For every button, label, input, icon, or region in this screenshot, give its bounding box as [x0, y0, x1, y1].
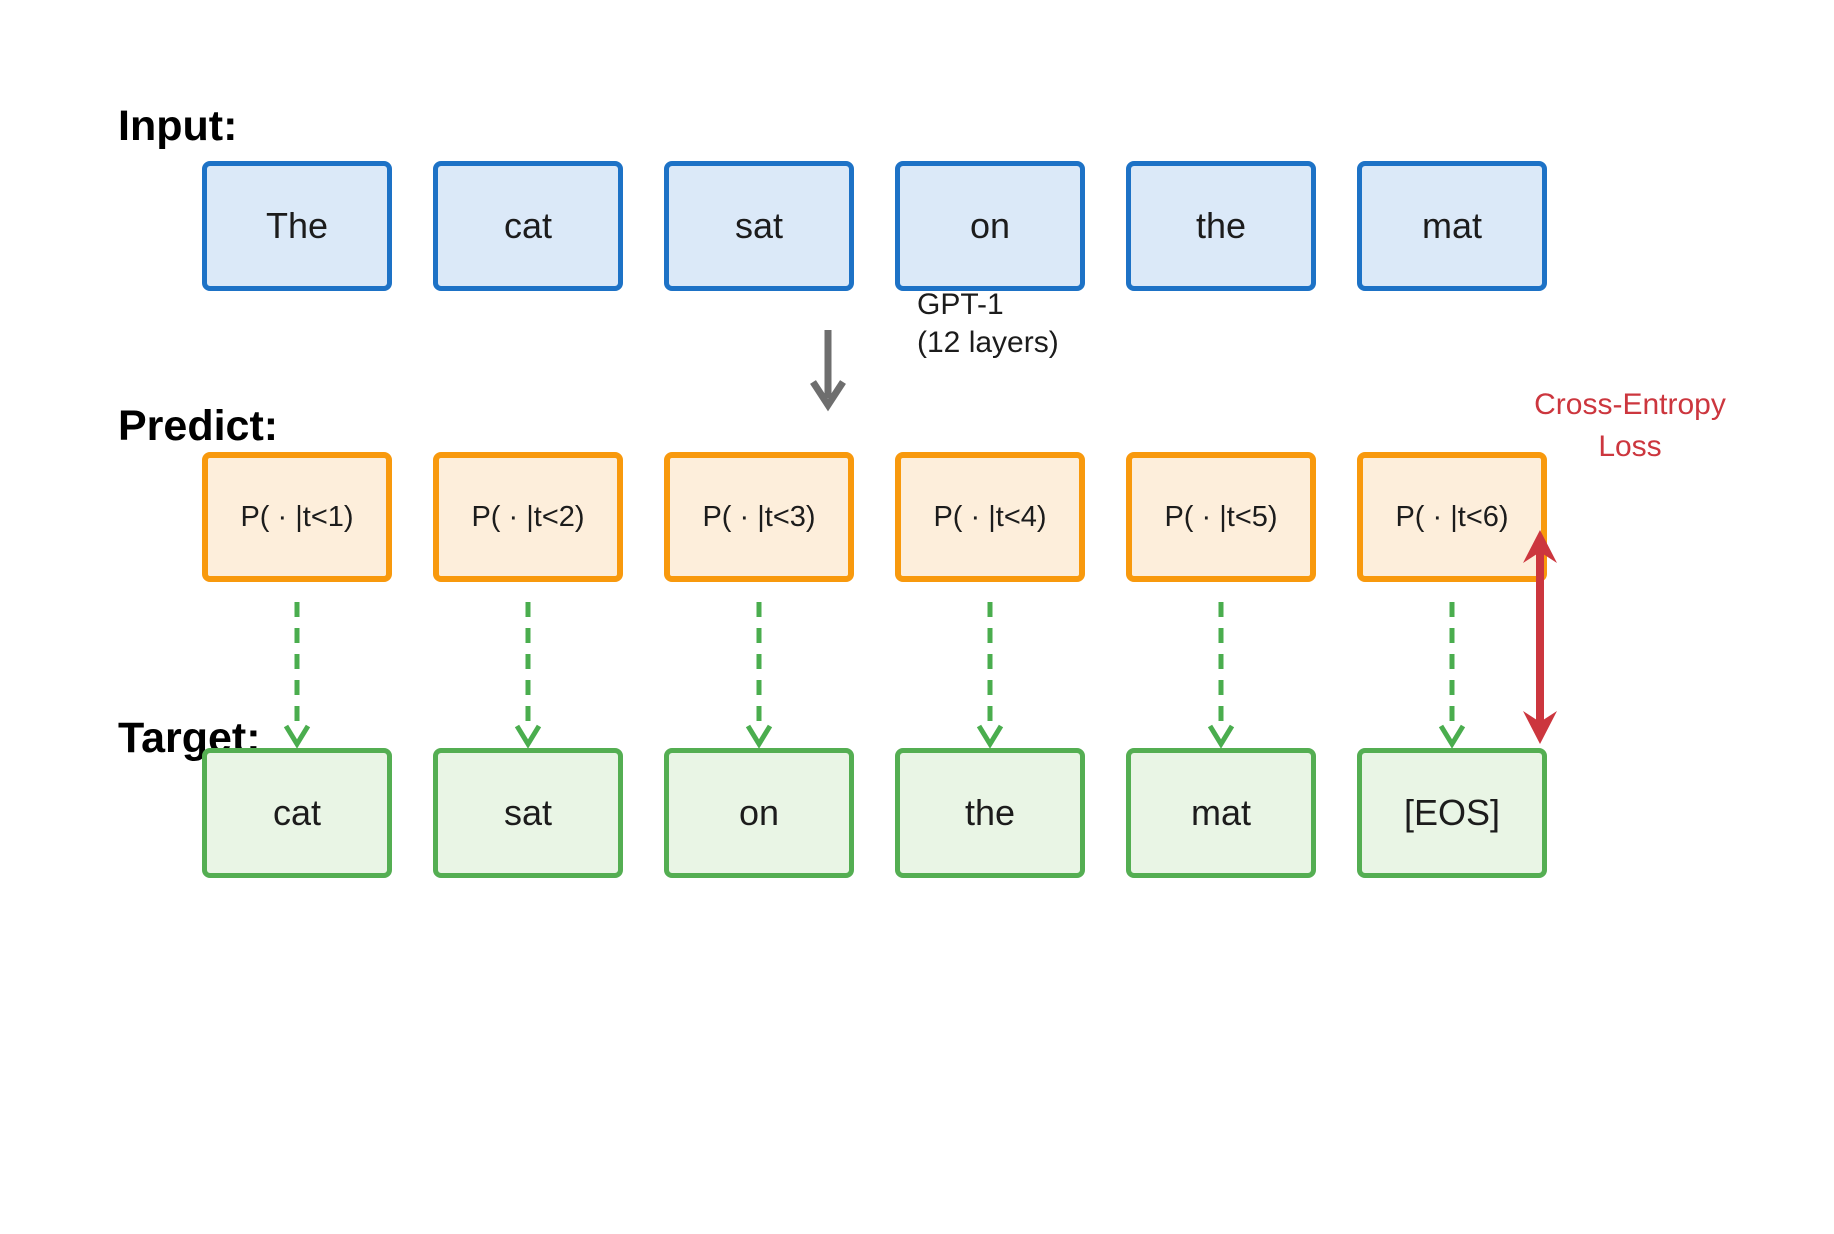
predict-distribution-box: P( · |t<5): [1126, 452, 1316, 582]
predict-section-label: Predict:: [118, 402, 279, 450]
model-annotation: GPT-1 (12 layers): [917, 286, 1059, 362]
predict-distribution-box: P( · |t<1): [202, 452, 392, 582]
input-token-box: the: [1126, 161, 1316, 291]
model-arrow-icon: [810, 330, 846, 412]
input-token-box: mat: [1357, 161, 1547, 291]
loss-label-line2: Loss: [1598, 430, 1662, 463]
target-token-box: the: [895, 748, 1085, 878]
input-token-box: cat: [433, 161, 623, 291]
input-token-box: sat: [664, 161, 854, 291]
target-token-box: [EOS]: [1357, 748, 1547, 878]
input-section-label: Input:: [118, 102, 238, 150]
target-token-box: on: [664, 748, 854, 878]
predict-distribution-box: P( · |t<3): [664, 452, 854, 582]
input-token-box: on: [895, 161, 1085, 291]
prediction-to-target-arrow-icon: [283, 602, 1466, 749]
target-token-box: mat: [1126, 748, 1316, 878]
model-name-label: GPT-1: [917, 288, 1004, 321]
loss-annotation: Cross-Entropy Loss: [1490, 384, 1770, 468]
input-token-box: The: [202, 161, 392, 291]
predict-distribution-box: P( · |t<2): [433, 452, 623, 582]
model-layers-label: (12 layers): [917, 326, 1059, 359]
predict-distribution-box: P( · |t<6): [1357, 452, 1547, 582]
target-token-box: cat: [202, 748, 392, 878]
predict-distribution-box: P( · |t<4): [895, 452, 1085, 582]
loss-label-line1: Cross-Entropy: [1534, 388, 1726, 421]
target-token-box: sat: [433, 748, 623, 878]
